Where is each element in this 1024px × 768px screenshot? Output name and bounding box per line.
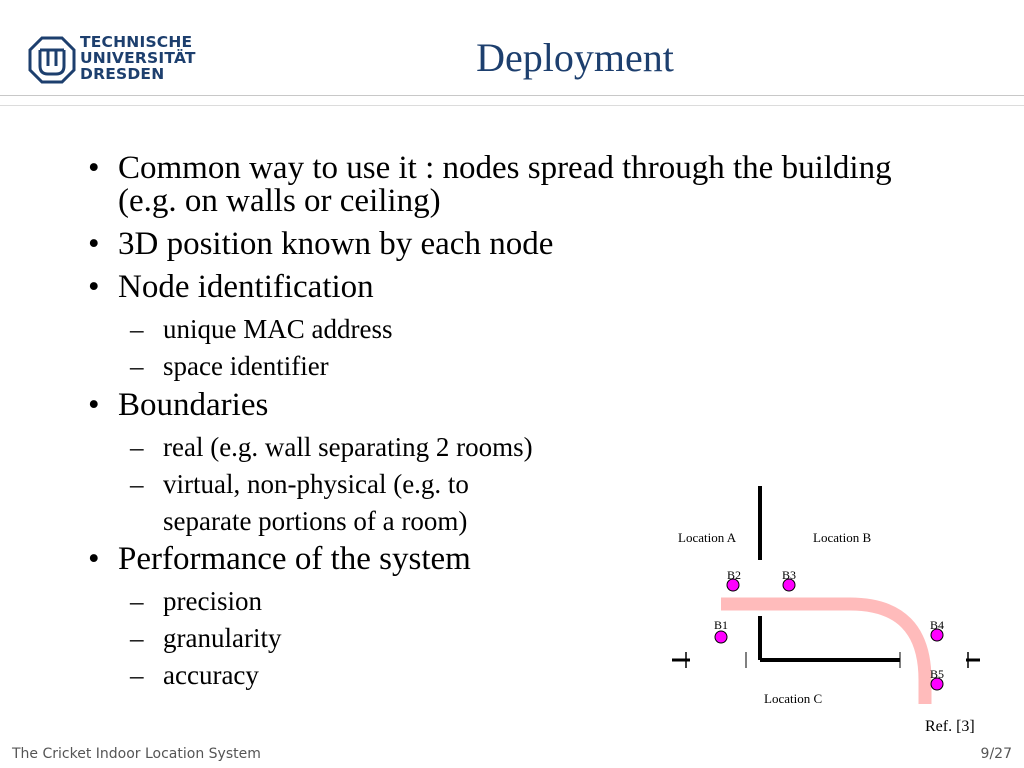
sub-bullet-text: granularity [163,623,282,653]
bullet-marker: • [88,269,100,305]
reference-label: Ref. [3] [925,718,975,735]
beacon-dot [930,677,944,691]
bullet-text: 3D position known by each node [118,226,554,262]
logo-line-1: TECHNISCHE [80,33,193,51]
logo-line-2: UNIVERSITÄT [80,49,196,67]
sub-bullet-marker: – [130,586,144,616]
beacon-b3: B3 [782,568,796,592]
user-path [721,597,932,704]
bullet-text: Node identification [118,269,374,305]
header-divider [0,95,1024,96]
sub-bullet-marker: – [130,660,144,690]
sub-bullet-marker: – [130,469,144,499]
sub-bullet-marker: – [130,432,144,462]
beacon-dot [714,630,728,644]
sub-bullet-marker: – [130,314,144,344]
bullet-text: Boundaries [118,387,269,423]
beacon-dot [726,578,740,592]
beacon-label: B1 [714,618,728,632]
slide-title: Deployment [476,35,674,80]
beacon-b1: B1 [714,618,728,644]
sub-bullet-text: accuracy [163,660,259,690]
bullet-marker: • [88,226,100,262]
beacon-b2: B2 [726,568,741,592]
beacon-dot [782,578,796,592]
location-a-label: Location A [678,530,737,545]
bullet-text: Performance of the system [118,541,471,577]
sub-bullet-marker: – [130,623,144,653]
footer-page-number: 9/27 [980,746,1012,762]
logo-wordmark: TECHNISCHE UNIVERSITÄT DRESDEN [80,34,196,82]
tu-dresden-emblem-icon [28,36,76,84]
beacon-label: B5 [930,667,944,681]
beacon-label: B2 [727,568,741,582]
bullet-marker: • [88,387,100,423]
header-divider-secondary [0,105,1024,106]
beacon-dot [930,628,944,642]
sub-bullet-text: precision [163,586,262,616]
bullet-text: Common way to use it : nodes spread thro… [118,150,892,219]
footer-presentation-title: The Cricket Indoor Location System [12,746,261,762]
beacon-b5: B5 [930,667,944,691]
sub-bullet-text: virtual, non-physical (e.g. to separate … [163,469,469,536]
cricket-deployment-diagram: Location A Location B Location C B1 B2 B… [672,486,980,735]
sub-bullet-marker: – [130,351,144,381]
bullet-marker: • [88,150,100,186]
sub-bullet-text: unique MAC address [163,314,393,344]
sub-bullet-text: space identifier [163,351,329,381]
sub-bullet-text: real (e.g. wall separating 2 rooms) [163,432,533,462]
beacon-label: B4 [930,618,944,632]
bullet-marker: • [88,541,100,577]
slide-header: TECHNISCHE UNIVERSITÄT DRESDEN Deploymen… [0,0,1024,106]
location-c-label: Location C [764,691,822,706]
tu-dresden-logo: TECHNISCHE UNIVERSITÄT DRESDEN [28,34,198,88]
location-b-label: Location B [813,530,871,545]
beacon-b4: B4 [930,618,944,642]
beacon-label: B3 [782,568,796,582]
logo-line-3: DRESDEN [80,65,165,83]
